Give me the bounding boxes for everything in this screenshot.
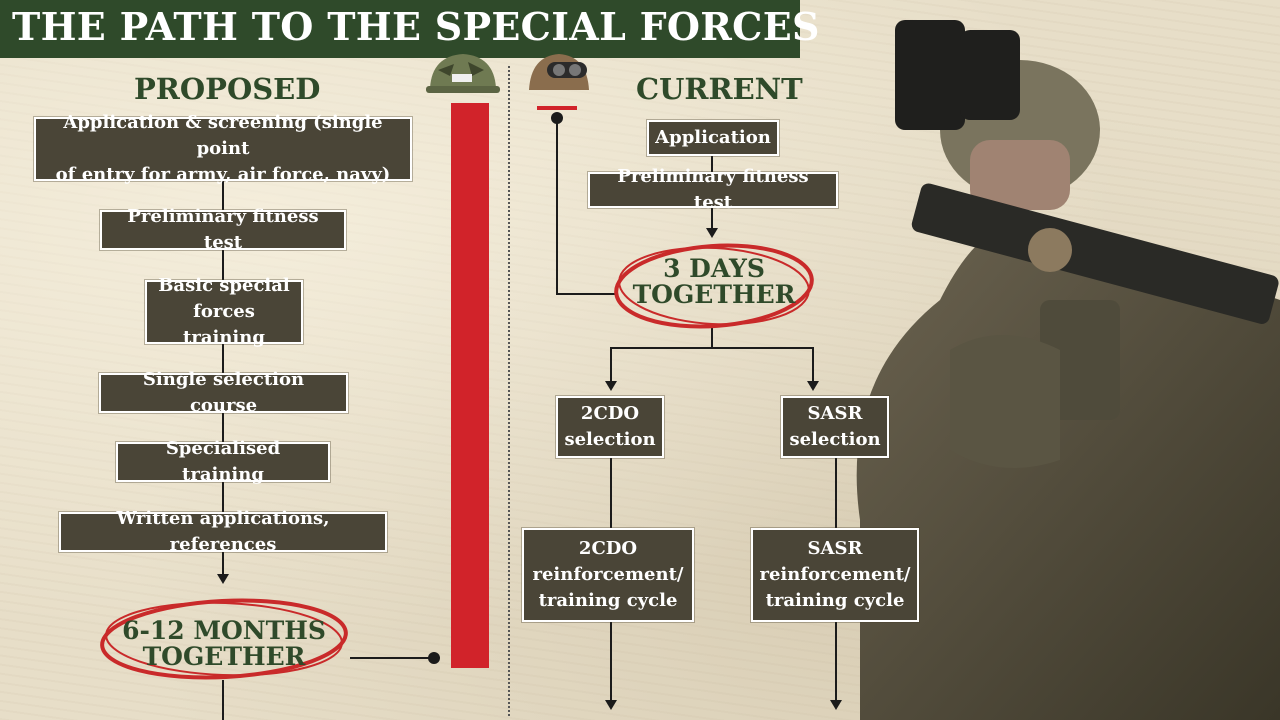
soldier-photo xyxy=(856,20,1280,720)
connector xyxy=(222,680,224,720)
arrow-down-icon xyxy=(807,381,819,391)
arrow-down-icon xyxy=(830,700,842,710)
connector xyxy=(350,657,434,659)
proposed-step-application: Application & screening (single point of… xyxy=(34,112,412,185)
2cdo-selection: 2CDO selection xyxy=(556,396,664,458)
2cdo-training-cycle: 2CDO reinforcement/ training cycle xyxy=(522,528,694,622)
arrow-down-icon xyxy=(605,700,617,710)
current-timeline-marker xyxy=(537,106,577,110)
connector xyxy=(835,458,837,528)
proposed-step-basic-training: Basic special forces training xyxy=(145,275,303,348)
current-step-application: Application xyxy=(647,120,779,156)
timeline-dot xyxy=(551,112,563,124)
connector xyxy=(711,206,713,228)
arrow-down-icon xyxy=(605,381,617,391)
connector xyxy=(610,347,612,381)
proposed-step-specialised-training: Specialised training xyxy=(116,438,330,485)
current-step-fitness-test: Preliminary fitness test xyxy=(588,166,838,213)
connector xyxy=(812,347,814,381)
title-banner: THE PATH TO THE SPECIAL FORCES xyxy=(0,0,819,58)
proposed-together-label: 6-12 MONTHS TOGETHER xyxy=(122,616,326,671)
connector xyxy=(556,118,558,294)
connector xyxy=(222,180,224,210)
column-divider xyxy=(508,66,510,716)
connector xyxy=(711,328,713,348)
proposed-step-written-applications: Written applications, references xyxy=(59,508,387,555)
arrow-down-icon xyxy=(706,228,718,238)
connector xyxy=(610,458,612,528)
goggles-helmet-icon xyxy=(529,54,589,90)
connector xyxy=(610,347,814,349)
arrow-down-icon xyxy=(217,574,229,584)
proposed-heading: PROPOSED xyxy=(134,72,321,106)
sasr-training-cycle: SASR reinforcement/ training cycle xyxy=(751,528,919,622)
connector xyxy=(222,343,224,373)
together-circle-current xyxy=(614,243,814,329)
connector xyxy=(222,482,224,512)
timeline-dot xyxy=(428,652,440,664)
connector xyxy=(835,620,837,700)
proposed-timeline-bar xyxy=(451,103,489,668)
connector xyxy=(711,153,713,175)
sasr-selection: SASR selection xyxy=(781,396,889,458)
connector xyxy=(556,293,616,295)
connector xyxy=(610,620,612,700)
proposed-step-fitness-test: Preliminary fitness test xyxy=(100,206,346,253)
proposed-step-selection-course: Single selection course xyxy=(99,369,348,416)
current-heading: CURRENT xyxy=(636,72,803,106)
connector xyxy=(222,250,224,280)
together-circle-proposed xyxy=(100,598,348,680)
connector xyxy=(222,412,224,442)
army-helmet-icon xyxy=(426,54,500,93)
page-title: THE PATH TO THE SPECIAL FORCES xyxy=(12,4,820,49)
connector xyxy=(222,552,224,574)
current-together-label: 3 DAYS TOGETHER xyxy=(632,254,796,309)
